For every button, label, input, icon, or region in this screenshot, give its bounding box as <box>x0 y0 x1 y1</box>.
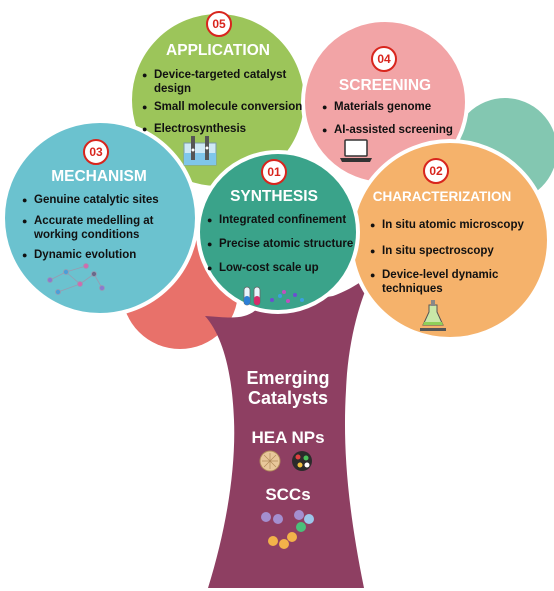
application-item: Electrosynthesis <box>142 122 312 136</box>
mechanism-item-list: Genuine catalytic sites Accurate medelli… <box>22 193 182 268</box>
mechanism-item: Genuine catalytic sites <box>22 193 182 207</box>
synthesis-item: Integrated confinement <box>207 213 359 227</box>
test-tubes-icon <box>243 286 261 306</box>
application-item-list: Device-targeted catalyst design Small mo… <box>142 68 312 142</box>
synthesis-item: Low-cost scale up <box>207 261 359 275</box>
molecular-network-icon <box>47 263 105 295</box>
characterization-item: Device-level dynamic techniques <box>370 268 538 296</box>
characterization-item: In situ atomic microscopy <box>370 218 538 232</box>
screening-number-badge: 04 <box>371 46 397 72</box>
sccs-label: SCCs <box>265 485 311 504</box>
hea-nps-label: HEA NPs <box>251 428 325 447</box>
characterization-number-badge: 02 <box>423 158 449 184</box>
laptop-icon <box>340 139 372 162</box>
tree-trunk <box>205 275 372 588</box>
mechanism-item: Dynamic evolution <box>22 248 182 262</box>
synthesis-item: Precise atomic structure <box>207 237 359 251</box>
mechanism-item: Accurate medelling at working conditions <box>22 214 182 242</box>
characterization-item: In situ spectroscopy <box>370 244 538 258</box>
characterization-title: CHARACTERIZATION <box>372 189 512 204</box>
mechanism-title: MECHANISM <box>51 168 147 185</box>
nanoparticle-cluster-icon <box>270 290 304 303</box>
application-number-badge: 05 <box>206 11 232 37</box>
application-item: Small molecule conversion <box>142 100 312 114</box>
application-item: Device-targeted catalyst design <box>142 68 312 96</box>
mechanism-number-badge: 03 <box>83 139 109 165</box>
hea-nanoparticle-icons <box>259 450 312 472</box>
screening-item: Materials genome <box>322 100 462 114</box>
screening-item-list: Materials genome AI-assisted screening <box>322 100 462 143</box>
application-title: APPLICATION <box>166 42 270 59</box>
synthesis-item-list: Integrated confinement Precise atomic st… <box>207 213 359 281</box>
flask-stand-icon <box>420 300 446 331</box>
trunk-title: Emerging Catalysts <box>228 368 348 408</box>
electrolyzer-icon <box>183 136 217 166</box>
screening-item: AI-assisted screening <box>322 123 462 137</box>
characterization-item-list: In situ atomic microscopy In situ spectr… <box>370 218 538 302</box>
trunk-title-line: Catalysts <box>247 388 329 408</box>
trunk-title-line: Emerging <box>246 368 330 388</box>
scc-particle-icons <box>261 510 314 549</box>
synthesis-title: SYNTHESIS <box>230 188 318 205</box>
synthesis-number-badge: 01 <box>261 159 287 185</box>
screening-title: SCREENING <box>338 77 432 94</box>
